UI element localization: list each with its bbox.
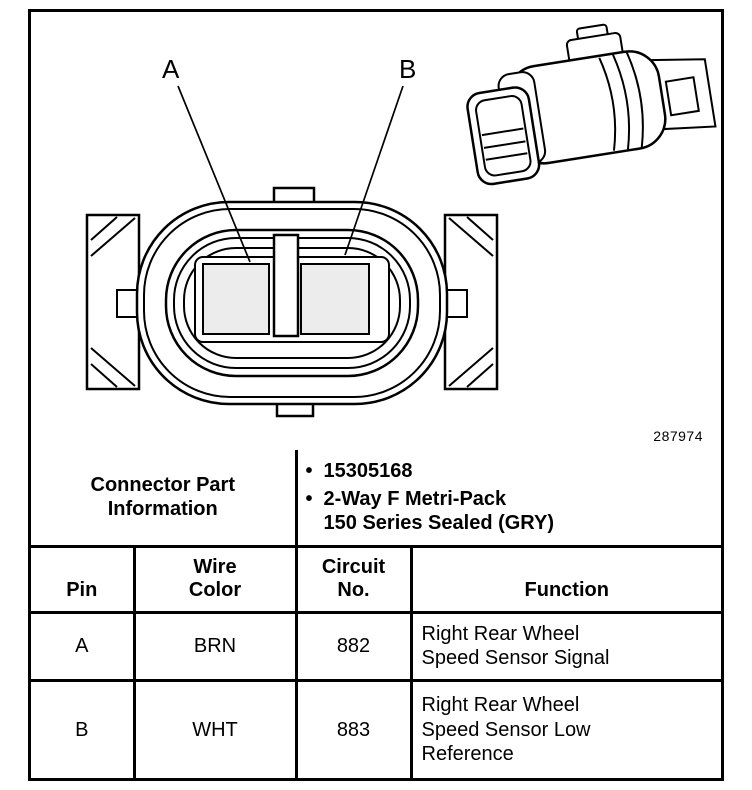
function-b-cell: Right Rear Wheel Speed Sensor Low Refere…	[409, 678, 721, 778]
part-info-row: Connector Part Information 15305168 2-Wa…	[31, 450, 721, 548]
terminal-b-slot	[300, 263, 370, 335]
pin-b-cell: B	[31, 678, 136, 778]
pin-row-a: A BRN 882 Right Rear Wheel Speed Sensor …	[31, 610, 721, 682]
part-description-bullet: 2-Way F Metri-Pack 150 Series Sealed (GR…	[306, 487, 714, 536]
table-header-row: Pin Wire Color Circuit No. Function	[31, 544, 721, 614]
part-description: 2-Way F Metri-Pack 150 Series Sealed (GR…	[323, 488, 555, 535]
left-mounting-bracket	[85, 213, 141, 391]
connector-front-view	[85, 85, 499, 418]
terminal-a-slot	[202, 263, 270, 335]
circuit-no-b-cell: 883	[294, 678, 413, 778]
header-wire-color: Wire Color	[132, 544, 298, 614]
header-pin: Pin	[31, 544, 136, 614]
part-number: 15305168	[323, 459, 413, 482]
wire-color-a-cell: BRN	[132, 610, 298, 682]
connector-line-art: A B	[85, 23, 717, 418]
part-number-bullet: 15305168	[306, 459, 714, 483]
part-info-title: Connector Part Information	[31, 450, 298, 548]
figure-frame: A B	[28, 9, 724, 781]
function-a-cell: Right Rear Wheel Speed Sensor Signal	[409, 610, 721, 682]
header-circuit-no: Circuit No.	[294, 544, 413, 614]
header-function: Function	[409, 544, 721, 614]
center-rib	[272, 233, 300, 338]
connector-3d-view	[466, 23, 717, 186]
right-mounting-bracket	[443, 213, 499, 391]
connector-diagram: A B	[31, 12, 721, 450]
figure-number: 287974	[653, 428, 703, 444]
part-info-details: 15305168 2-Way F Metri-Pack 150 Series S…	[294, 450, 721, 548]
pin-a-cell: A	[31, 610, 136, 682]
leader-line-a	[177, 85, 251, 263]
pin-label-b: B	[399, 54, 416, 84]
pin-label-a: A	[162, 54, 180, 84]
circuit-no-a-cell: 882	[294, 610, 413, 682]
connector-info-table: Connector Part Information 15305168 2-Wa…	[31, 450, 721, 778]
wire-color-b-cell: WHT	[132, 678, 298, 778]
leader-line-b	[344, 85, 404, 256]
pin-row-b: B WHT 883 Right Rear Wheel Speed Sensor …	[31, 678, 721, 778]
